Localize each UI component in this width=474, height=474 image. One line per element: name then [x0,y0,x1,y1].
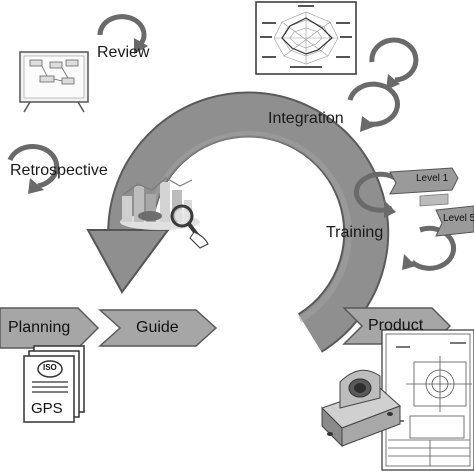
retrospective-label: Retrospective [10,162,108,179]
integration-label: Integration [268,110,344,127]
level-1-ribbon [389,167,459,195]
level-5-label: Level 5 [443,213,474,224]
level-1-label: Level 1 [416,173,449,184]
analysis-magnifier-icon [120,177,209,249]
review-cycle-icon [97,14,148,54]
radar-chart-thumbnail [255,1,357,75]
guide-chevron [98,309,218,347]
iso-label: ISO [43,363,57,372]
guide-label: Guide [136,319,179,336]
product-label: Product [368,317,424,334]
process-chevrons [0,307,452,349]
review-label: Review [97,44,150,61]
retrospective-cycle-icon [7,144,60,194]
level-5-ribbon [435,205,474,237]
bearing-block-3d-icon [321,369,401,448]
gps-label: GPS [31,400,63,417]
integration-cycle-icon-top [369,37,419,90]
training-cycle-icon-top [353,171,400,218]
integration-cycle-icon-bottom [347,81,400,132]
main-cycle-arrow [86,91,390,353]
training-label: Training [326,224,384,241]
technical-drawing-sheet [381,329,474,471]
planning-chevron [0,307,100,349]
whiteboard-thumbnail [19,51,89,113]
level-badges [389,167,474,237]
planning-label: Planning [8,319,71,336]
training-cycle-icon-bottom [402,225,457,271]
gps-document-stack [23,345,85,423]
